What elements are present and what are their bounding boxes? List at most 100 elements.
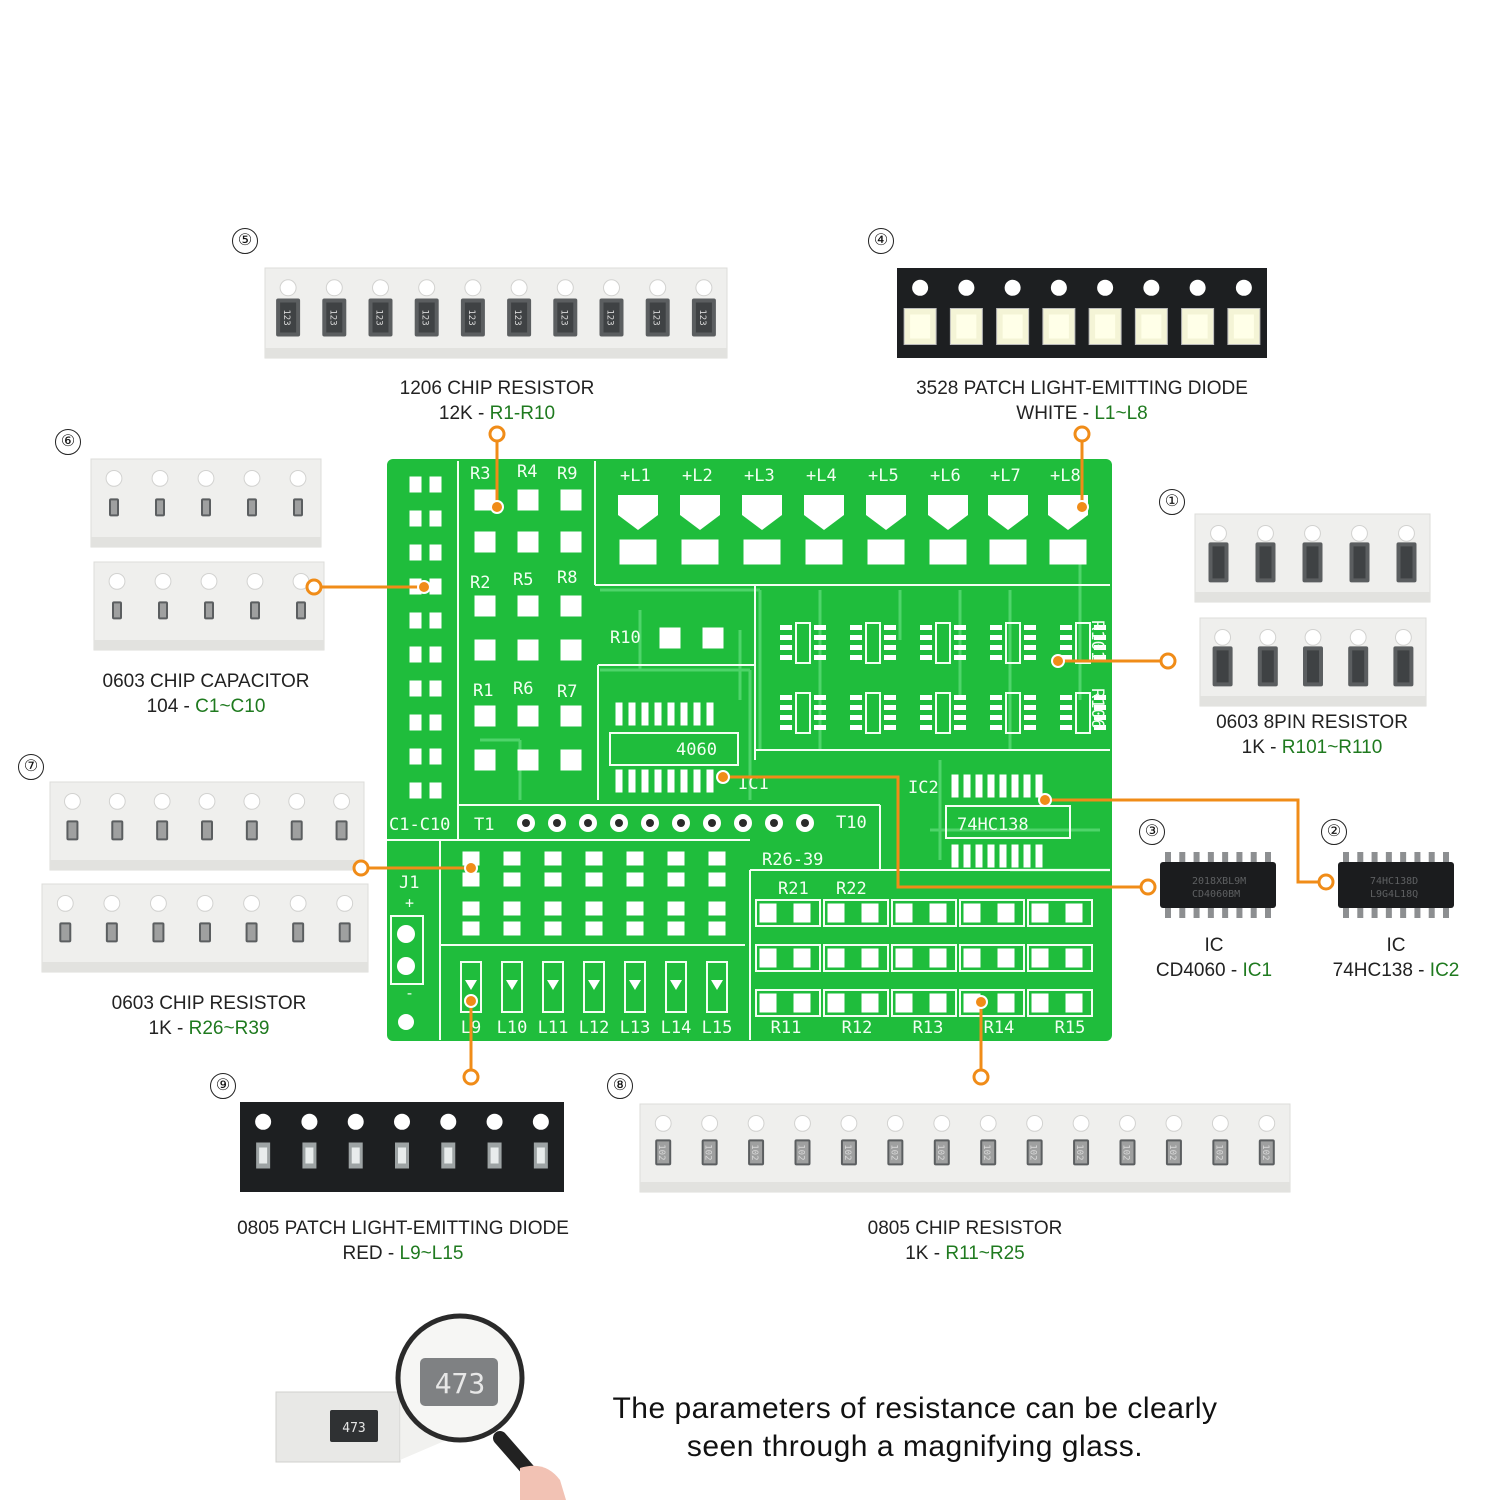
led-lens	[1048, 314, 1069, 339]
chip-face	[247, 822, 256, 839]
silkscreen-outline	[583, 961, 605, 1013]
chip-face	[649, 302, 666, 333]
silkscreen-outline	[935, 622, 951, 664]
pcb-pad	[544, 901, 562, 916]
chip-face	[157, 500, 163, 515]
array-pad	[884, 705, 896, 710]
sprocket-hole	[197, 469, 215, 487]
array-pad	[884, 725, 896, 730]
tape-edge	[91, 537, 321, 547]
label-value-line: 1K - R11~R25	[868, 1241, 1063, 1266]
led-lens	[444, 1147, 453, 1164]
pcb-pad	[409, 612, 422, 629]
ic-marking: 2018XBL9M	[1192, 876, 1246, 887]
pcb-pad	[997, 948, 1015, 968]
ic-pin	[1385, 906, 1392, 918]
pcb-pad	[706, 702, 714, 726]
silkscreen-label: R11	[771, 1018, 802, 1038]
silkscreen-outline	[823, 944, 889, 972]
pcb-pad	[706, 769, 714, 793]
pcb-pad	[626, 901, 644, 916]
ic-pin	[1250, 906, 1257, 918]
pcb-pad	[503, 921, 521, 936]
pcb-pad	[793, 993, 811, 1013]
silkscreen-label: IC2	[908, 778, 939, 798]
led-lens	[536, 1147, 545, 1164]
array-pad	[954, 635, 966, 640]
sprocket-hole	[64, 792, 81, 810]
pcb-pad	[997, 993, 1015, 1013]
array-pad	[1060, 635, 1072, 640]
j1-hole	[397, 925, 415, 943]
chip-face	[1075, 1141, 1088, 1164]
pcb-pad	[544, 872, 562, 887]
array-pad	[780, 725, 792, 730]
leader-dot	[1075, 500, 1089, 514]
pcb-pad	[544, 921, 562, 936]
sprocket-hole	[1189, 279, 1206, 296]
pcb-pad	[585, 851, 603, 866]
pcb-pad	[626, 851, 644, 866]
pcb-pad	[708, 851, 726, 866]
pcb-pad	[429, 748, 442, 765]
sprocket-hole	[440, 1113, 457, 1130]
pcb-pad	[429, 646, 442, 663]
array-pad	[850, 715, 862, 720]
chip-code: 102	[888, 1144, 898, 1160]
array-pad	[920, 715, 932, 720]
badge-2: ②	[1321, 819, 1347, 845]
pcb-pad	[1065, 903, 1083, 923]
sprocket-hole	[289, 894, 307, 912]
pcb-pad	[1031, 993, 1049, 1013]
array-pad	[850, 725, 862, 730]
array-pad	[1024, 695, 1036, 700]
sprocket-hole	[333, 792, 350, 810]
label-0805-resistor: 0805 CHIP RESISTOR 1K - R11~R25	[868, 1216, 1063, 1266]
badge-1: ①	[1159, 489, 1185, 515]
label-name: 1206 CHIP RESISTOR	[399, 378, 595, 399]
leader-ring	[1317, 873, 1335, 891]
sprocket-hole	[103, 894, 121, 912]
pcb-pad	[409, 476, 422, 493]
ic-pin	[1236, 906, 1243, 918]
array-pad	[1060, 645, 1072, 650]
sprocket-hole	[1235, 279, 1252, 296]
pcb-pad	[654, 769, 662, 793]
silkscreen-label: +	[405, 894, 414, 912]
sprocket-hole	[1394, 628, 1412, 646]
ic-pin	[1193, 906, 1200, 918]
header-hole-center	[770, 819, 778, 827]
leader-0603-resistor	[352, 859, 478, 877]
pcb-pad	[1023, 774, 1031, 798]
pcb-pad	[409, 782, 422, 799]
sprocket-hole	[372, 279, 389, 297]
chip-face	[703, 1141, 716, 1164]
ic-pin	[1428, 852, 1435, 864]
array-pad	[1024, 715, 1036, 720]
array-pad	[814, 625, 826, 630]
pcb-pad	[409, 544, 422, 561]
pcb-pad	[827, 948, 845, 968]
pcb-pad	[999, 774, 1007, 798]
array-pad	[954, 645, 966, 650]
chip-code: 123	[605, 309, 615, 325]
silkscreen-outline	[959, 944, 1025, 972]
chip-face	[292, 822, 301, 839]
chip-face	[418, 302, 435, 333]
label-name: 3528 PATCH LIGHT-EMITTING DIODE	[916, 378, 1248, 399]
pcb-pad	[861, 903, 879, 923]
sprocket-hole	[701, 1114, 719, 1132]
pcb-pad	[654, 702, 662, 726]
silkscreen-label: T1	[474, 815, 494, 835]
label-ref: L9~L15	[399, 1243, 464, 1264]
pcb-pad	[517, 705, 539, 727]
silkscreen-label: R6	[513, 679, 533, 699]
led-lens	[351, 1147, 360, 1164]
sprocket-hole	[108, 572, 126, 590]
pcb-pad	[429, 476, 442, 493]
pcb-pad	[708, 901, 726, 916]
led-lens	[1233, 314, 1254, 339]
led-lens	[398, 1147, 406, 1164]
sprocket-hole	[1351, 524, 1368, 542]
